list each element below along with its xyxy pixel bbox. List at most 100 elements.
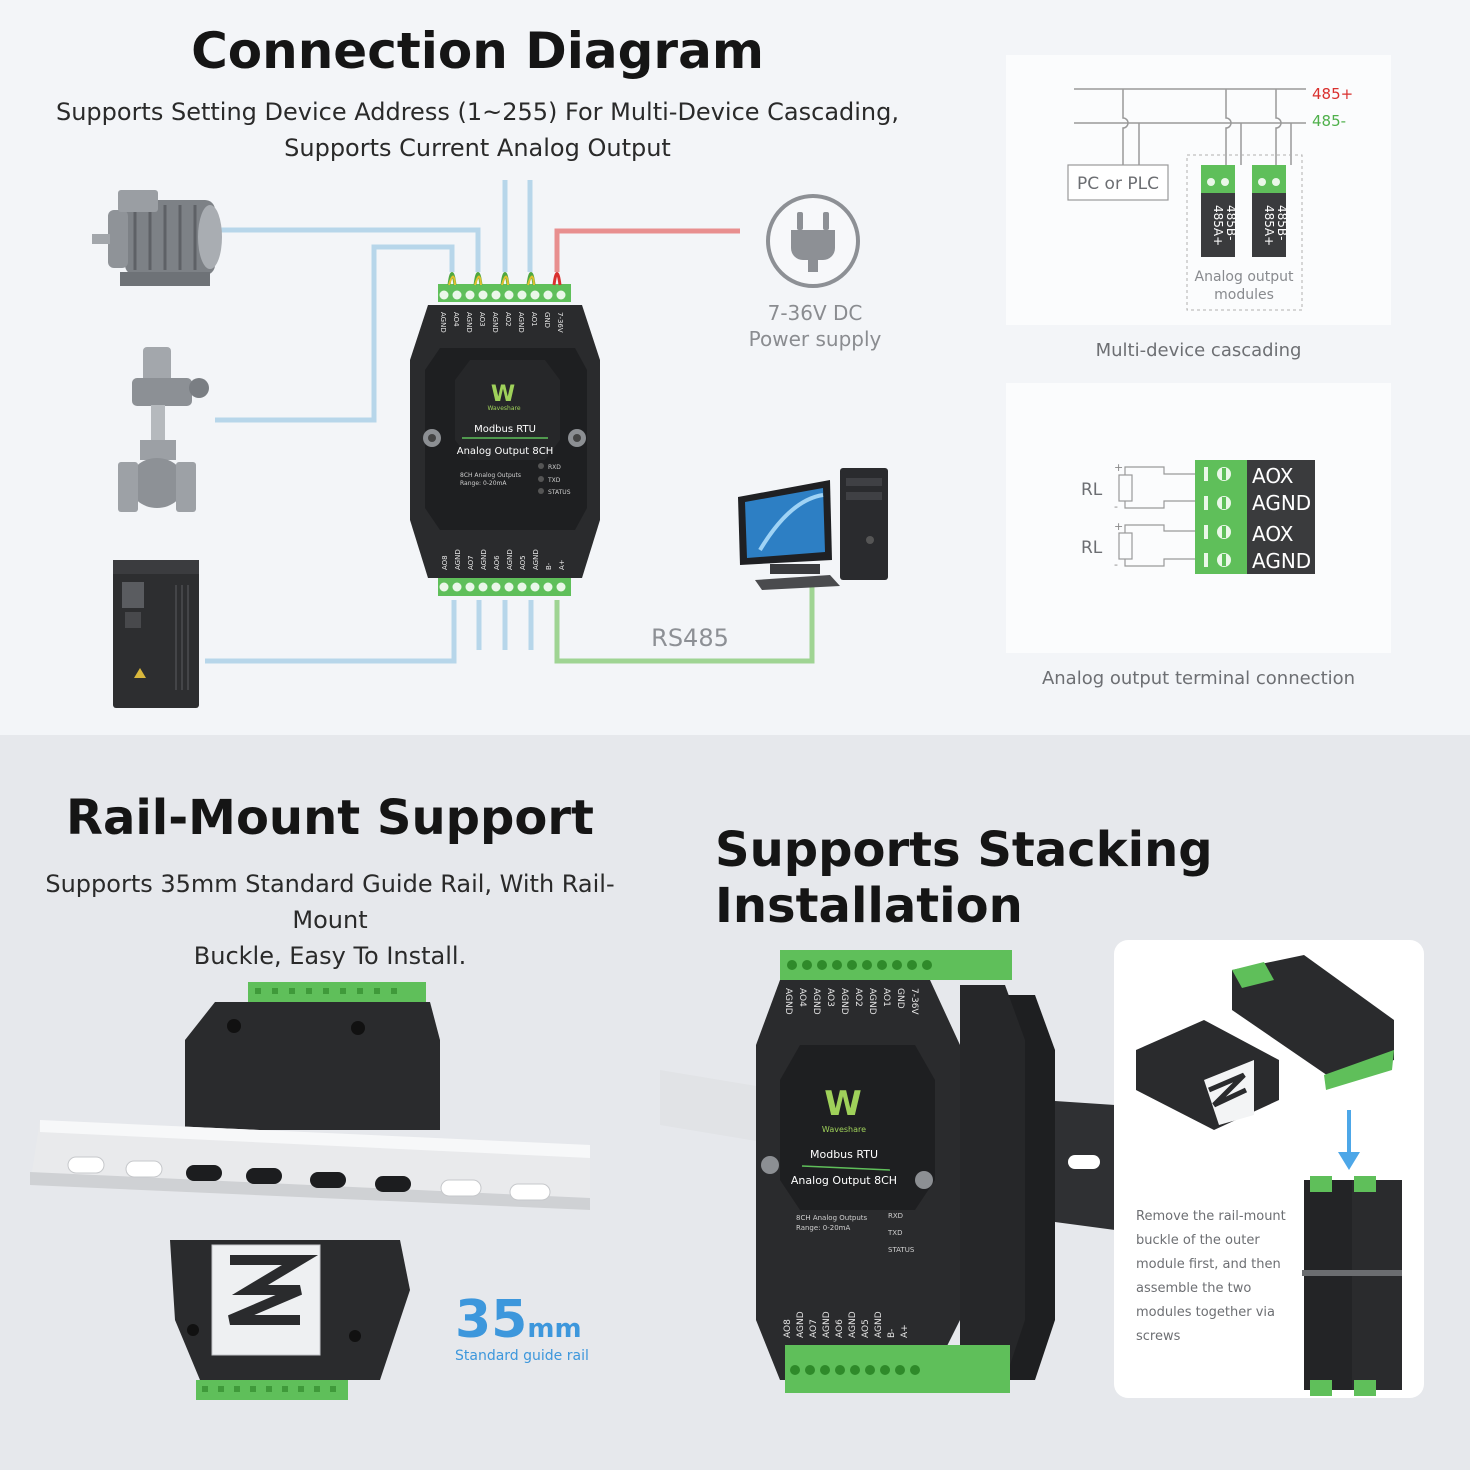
modules-label-2: modules (1214, 287, 1274, 303)
terminal-diagram: RL RL + - + - AOX AGND AOX AGND (1081, 460, 1315, 574)
stack-top-pin-label: AO4 (797, 988, 807, 1007)
bottom-pin-label: AO6 (493, 555, 501, 570)
module-spec-1: 8CH Analog Outputs (460, 472, 521, 479)
stack-brand: Waveshare (822, 1125, 866, 1134)
stack-top-pin-label: AGND (867, 988, 877, 1015)
bottom-pin-label: A+ (558, 559, 566, 570)
rl2-plus: + (1114, 520, 1123, 533)
terminal-row-3: AOX (1252, 522, 1294, 546)
stack-bottom-pin-label: AGND (848, 1311, 858, 1338)
inverter-icon (113, 560, 199, 708)
note-line-4: assemble the two (1136, 1281, 1252, 1296)
module-name-2: Analog Output 8CH (457, 446, 554, 457)
bottom-pin-label: AGND (454, 549, 462, 570)
top-terminal-screw (556, 290, 566, 300)
connection-diagram-title: Connection Diagram (191, 22, 764, 80)
top-terminal-screw (543, 290, 553, 300)
terminal-row-1: AOX (1252, 464, 1294, 488)
valve-wire (215, 244, 455, 423)
power-wire (554, 228, 740, 272)
stack-top-pin-label: GND (895, 988, 905, 1009)
stack-led-txd: TXD (887, 1229, 902, 1237)
stack-spec-2: Range: 0-20mA (796, 1224, 850, 1232)
bottom-pin-label: AO8 (441, 555, 449, 570)
bottom-pin-label: AGND (532, 549, 540, 570)
terminal-row-2: AGND (1252, 491, 1311, 515)
stacking-note-text: Remove the rail-mount buckle of the oute… (1136, 1205, 1301, 1349)
module1-pin-a: 485A+ (1211, 205, 1225, 246)
rl2-minus: - (1114, 558, 1118, 571)
rail-subtitle-line2: Buckle, Easy To Install. (193, 942, 467, 970)
stack-bottom-pin-label: AGND (822, 1311, 832, 1338)
top-pin-label: AO2 (504, 312, 512, 327)
cascade-diagram: 485+ 485- PC or PLC 485A+ 485B- 485A+ 48… (1067, 85, 1353, 311)
bottom-terminal-screw (491, 582, 501, 592)
top-terminal-screw (465, 290, 475, 300)
top-pin-label: GND (543, 312, 551, 328)
module1-pin-b: 485B- (1224, 205, 1238, 240)
bottom-terminal-screw (452, 582, 462, 592)
top-pin-label: AGND (517, 312, 525, 333)
note-line-6: screws (1136, 1329, 1181, 1344)
rl1-minus: - (1114, 500, 1118, 513)
waveshare-logo: W (491, 382, 515, 407)
connection-subtitle-line2: Supports Current Analog Output (284, 134, 671, 162)
stack-bottom-pin-label: AGND (874, 1311, 884, 1338)
rail-size-unit: mm (527, 1314, 582, 1344)
top-terminal-screw (439, 290, 449, 300)
power-voltage: 7-36V DC (767, 301, 863, 325)
note-line-5: modules together via (1136, 1305, 1276, 1320)
rail-subtitle: Supports 35mm Standard Guide Rail, With … (20, 866, 640, 974)
rail-illustration (30, 982, 590, 1400)
note-line-1: Remove the rail-mount (1136, 1209, 1286, 1224)
rl-label-1: RL (1081, 480, 1103, 500)
top-wire-lead (501, 275, 509, 286)
module2-pin-a: 485A+ (1262, 205, 1276, 246)
power-supply-label: 7-36V DC Power supply (740, 300, 890, 352)
cascade-caption: Multi-device cascading (1095, 340, 1302, 361)
top-pin-label: AGND (465, 312, 473, 333)
stack-top-pin-label: AGND (783, 988, 793, 1015)
terminal-caption: Analog output terminal connection (1041, 668, 1356, 689)
stacking-title: Supports Stacking Installation (715, 822, 1213, 934)
stack-top-pin-label: AO2 (853, 988, 863, 1007)
stack-bottom-pin-label: AO8 (783, 1319, 793, 1338)
top-terminal-screw (530, 290, 540, 300)
top-pin-label: AO3 (478, 312, 486, 327)
led-rxd: RXD (548, 464, 561, 471)
wiring-diagram: W Waveshare Modbus RTU Analog Output 8CH… (92, 180, 888, 708)
stack-top-pin-label: AO1 (881, 988, 891, 1007)
computer-icon (738, 468, 888, 590)
top-pin-label: AO1 (530, 312, 538, 327)
stack-bottom-pin-label: AO7 (809, 1319, 819, 1338)
stack-spec-1: 8CH Analog Outputs (796, 1214, 868, 1222)
bottom-terminal-screw (504, 582, 514, 592)
line-485-plus: 485+ (1312, 85, 1353, 103)
bottom-pin-label: AGND (506, 549, 514, 570)
top-pin-label: AGND (439, 312, 447, 333)
led-status: STATUS (548, 489, 571, 496)
top-wire-lead (448, 275, 456, 286)
rail-title: Rail-Mount Support (66, 790, 594, 846)
power-wire-lead (552, 272, 562, 286)
rail-size: 35mm (455, 1290, 582, 1350)
note-line-3: module first, and then (1136, 1257, 1281, 1272)
brand-text: Waveshare (487, 405, 520, 412)
modules-label-1: Analog output (1195, 269, 1295, 285)
stack-top-pin-label: 7-36V (909, 988, 919, 1015)
top-terminal-screw (452, 290, 462, 300)
bottom-terminal-screw (556, 582, 566, 592)
module2-pin-b: 485B- (1275, 205, 1289, 240)
stack-module-name-1: Modbus RTU (810, 1148, 878, 1161)
top-pin-label: AGND (491, 312, 499, 333)
note-line-2: buckle of the outer (1136, 1233, 1260, 1248)
rail-size-number: 35 (455, 1290, 528, 1350)
stack-top-pin-label: AGND (811, 988, 821, 1015)
stack-module-name-2: Analog Output 8CH (791, 1174, 897, 1187)
signal-wires (205, 180, 534, 664)
bottom-terminal-screw (543, 582, 553, 592)
valve-icon (118, 347, 209, 512)
stack-logo: W (824, 1084, 862, 1124)
module-name-1: Modbus RTU (474, 424, 536, 435)
